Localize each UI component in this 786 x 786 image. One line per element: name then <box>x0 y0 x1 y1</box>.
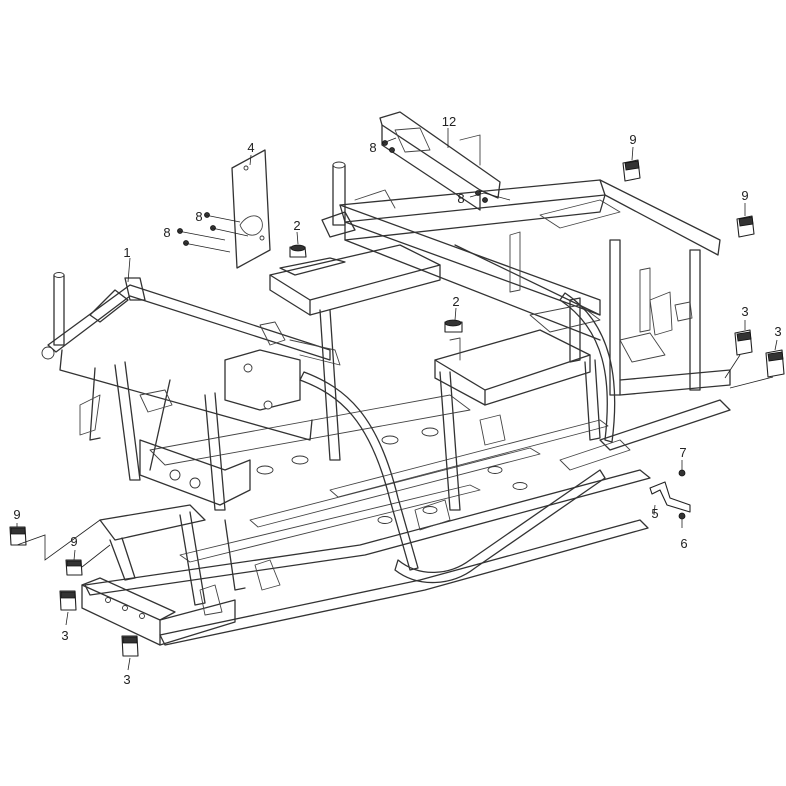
callout-1: 1 <box>123 245 130 260</box>
callout-4: 4 <box>247 140 254 155</box>
part-5-bracket <box>649 481 691 513</box>
callout-8-plate-lower: 8 <box>163 225 170 240</box>
leader-lines <box>16 128 778 671</box>
part-2-nut-upper <box>289 244 307 258</box>
part-12-rail <box>379 111 501 211</box>
callout-3-right-b: 3 <box>774 324 781 339</box>
main-frame <box>41 161 731 646</box>
part-9-cap-upper-right <box>622 159 641 182</box>
part-9-cap-left <box>9 526 27 546</box>
callout-9-upper-right: 9 <box>629 132 636 147</box>
callout-12: 12 <box>442 114 456 129</box>
part-3-cap-right-b <box>765 349 785 378</box>
callout-3-left-a: 3 <box>61 628 68 643</box>
callout-3-right-a: 3 <box>741 304 748 319</box>
callout-9-right: 9 <box>741 188 748 203</box>
part-8-bolts-rail <box>382 140 488 203</box>
callout-3-left-b: 3 <box>123 672 130 687</box>
part-9-cap-left-second <box>65 559 83 576</box>
part-3-cap-left-b <box>121 635 139 657</box>
callout-2-upper: 2 <box>293 218 300 233</box>
callout-2-lower: 2 <box>452 294 459 309</box>
callout-8-rail-lower: 8 <box>457 191 464 206</box>
callout-9-left: 9 <box>13 507 20 522</box>
part-6-bolt <box>678 512 686 528</box>
part-9-cap-right <box>736 215 755 238</box>
part-3-cap-left-a <box>59 590 77 611</box>
callout-8-plate-upper: 8 <box>195 209 202 224</box>
part-2-nut-lower <box>444 319 463 333</box>
callout-labels: 1 2 2 3 3 3 3 4 5 6 7 8 8 8 8 9 9 9 9 12 <box>13 114 781 687</box>
callout-9-left-second: 9 <box>70 534 77 549</box>
callout-7: 7 <box>679 445 686 460</box>
callout-6: 6 <box>680 536 687 551</box>
callout-5: 5 <box>651 506 658 521</box>
part-4-plate <box>231 149 271 269</box>
callout-8-rail-upper: 8 <box>369 140 376 155</box>
part-3-cap-right-a <box>734 329 753 356</box>
part-7-nut <box>678 469 686 477</box>
